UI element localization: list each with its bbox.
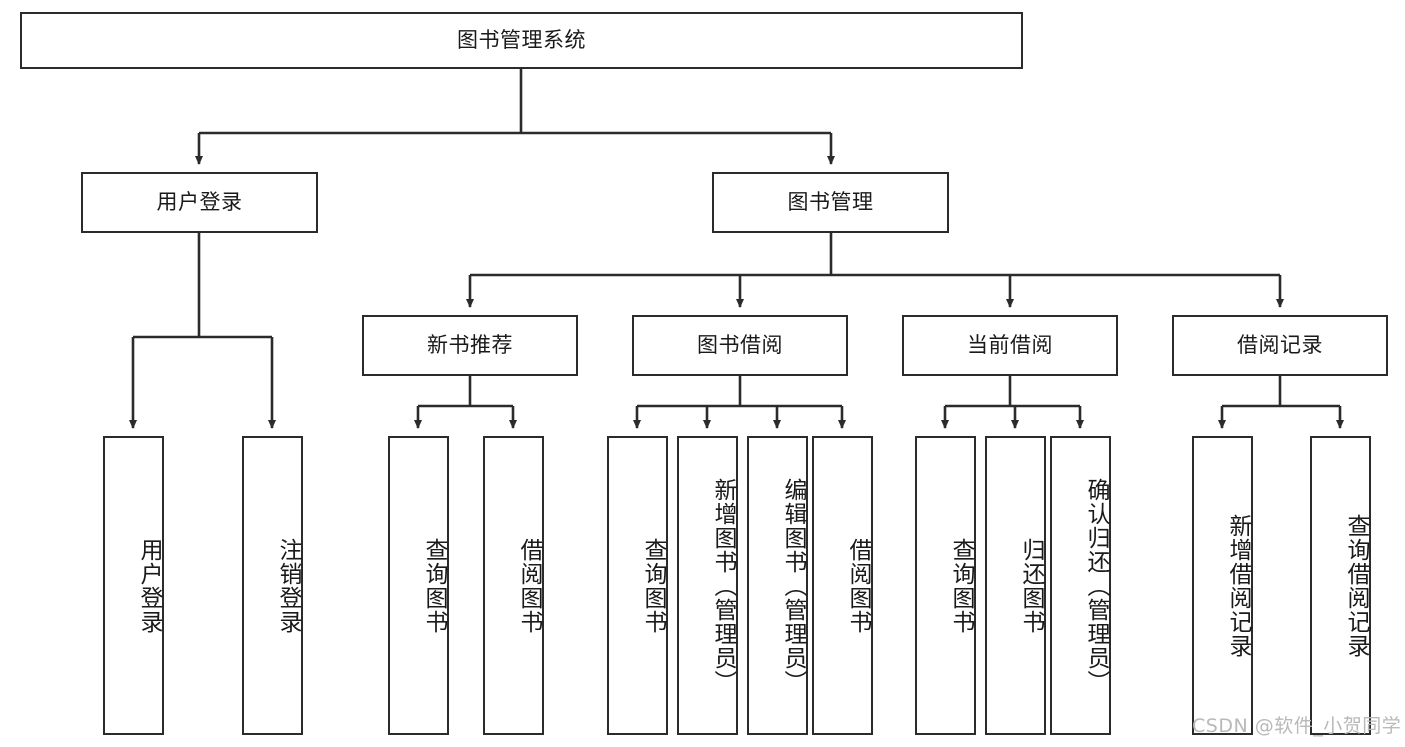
node-leaf-edit-book-admin[interactable]: 编辑图书（管理员）	[747, 436, 808, 735]
node-label: 图书管理系统	[457, 28, 586, 53]
node-label: 图书管理	[787, 190, 874, 215]
node-root-system[interactable]: 图书管理系统	[20, 12, 1023, 69]
node-label: 图书借阅	[697, 333, 783, 358]
node-label: 用户登录	[156, 190, 243, 215]
node-book-borrow[interactable]: 图书借阅	[632, 315, 848, 376]
node-leaf-query-book-current[interactable]: 查询图书	[915, 436, 976, 735]
node-label: 查询图书	[421, 537, 447, 634]
node-label: 新增借阅记录	[1225, 513, 1251, 658]
watermark-text: CSDN @软件_小贺同学	[1192, 715, 1402, 737]
node-label: 查询借阅记录	[1343, 513, 1369, 658]
node-label: 注销登录	[275, 537, 301, 634]
node-current-borrow[interactable]: 当前借阅	[902, 315, 1118, 376]
node-leaf-logout[interactable]: 注销登录	[242, 436, 303, 735]
node-leaf-add-borrow-record[interactable]: 新增借阅记录	[1192, 436, 1253, 735]
node-label: 查询图书	[640, 537, 666, 634]
node-leaf-query-book-recommend[interactable]: 查询图书	[388, 436, 449, 735]
node-label: 新增图书（管理员）	[710, 477, 736, 694]
node-leaf-user-login[interactable]: 用户登录	[103, 436, 164, 735]
node-label: 归还图书	[1018, 537, 1044, 634]
node-leaf-return-book[interactable]: 归还图书	[985, 436, 1046, 735]
node-label: 借阅图书	[845, 537, 871, 634]
node-leaf-add-book-admin[interactable]: 新增图书（管理员）	[677, 436, 738, 735]
node-label: 查询图书	[948, 537, 974, 634]
node-label: 新书推荐	[427, 333, 513, 358]
node-label: 借阅记录	[1237, 333, 1323, 358]
node-book-management[interactable]: 图书管理	[712, 172, 949, 233]
node-leaf-borrow-book-recommend[interactable]: 借阅图书	[483, 436, 544, 735]
node-leaf-query-borrow-record[interactable]: 查询借阅记录	[1310, 436, 1371, 735]
node-label: 确认归还（管理员）	[1083, 477, 1109, 694]
node-label: 借阅图书	[516, 537, 542, 634]
node-new-book-recommend[interactable]: 新书推荐	[362, 315, 578, 376]
node-leaf-query-book-borrow[interactable]: 查询图书	[607, 436, 668, 735]
node-label: 编辑图书（管理员）	[780, 477, 806, 694]
node-leaf-borrow-book[interactable]: 借阅图书	[812, 436, 873, 735]
node-label: 当前借阅	[967, 333, 1053, 358]
node-label: 用户登录	[136, 537, 162, 634]
node-leaf-confirm-return-admin[interactable]: 确认归还（管理员）	[1050, 436, 1111, 735]
node-user-login[interactable]: 用户登录	[81, 172, 318, 233]
node-borrow-record[interactable]: 借阅记录	[1172, 315, 1388, 376]
